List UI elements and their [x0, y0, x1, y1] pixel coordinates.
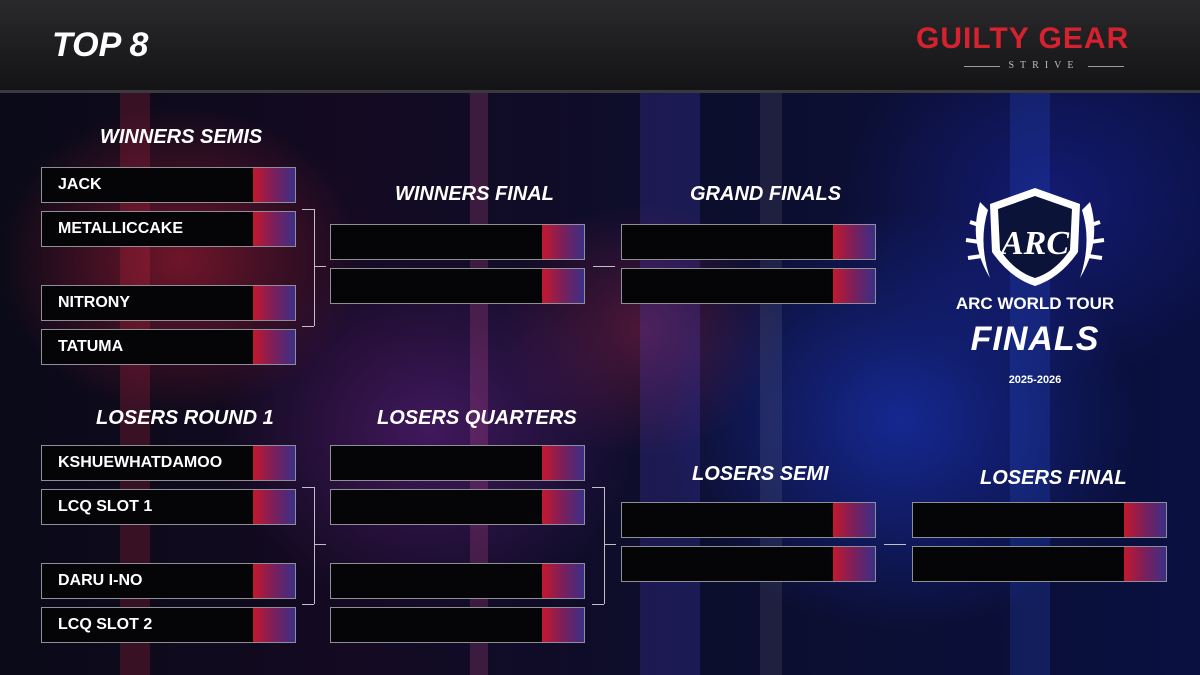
player-slot [621, 268, 876, 304]
round-label-losers-semi: LOSERS SEMI [692, 463, 829, 485]
bracket-connector [302, 209, 314, 210]
bracket-connector [302, 326, 314, 327]
score-box [833, 503, 875, 537]
player-name: DARU I-NO [58, 572, 143, 589]
score-box [253, 564, 295, 598]
score-box [833, 547, 875, 581]
score-box [542, 269, 584, 303]
bracket-connector [884, 544, 906, 545]
round-label-losers-round-1: LOSERS ROUND 1 [96, 407, 274, 429]
player-name: METALLICCAKE [58, 220, 184, 237]
arc-emblem-text: ARC [999, 225, 1069, 262]
player-name: LCQ SLOT 1 [58, 498, 153, 515]
round-label-winners-semis: WINNERS SEMIS [100, 126, 263, 148]
event-years: 2025-2026 [1008, 374, 1062, 386]
background-stripe [640, 92, 700, 675]
player-slot [621, 546, 876, 582]
player-slot [912, 502, 1167, 538]
player-slot [330, 268, 585, 304]
player-name: TATUMA [58, 338, 124, 355]
event-finals: FINALS [970, 320, 1100, 358]
score-box [542, 225, 584, 259]
event-title: ARC WORLD TOUR [955, 294, 1115, 313]
player-slot: JACK [41, 167, 296, 203]
bracket-connector [314, 544, 326, 545]
arc-emblem-icon: ARC [965, 188, 1105, 286]
player-name: LCQ SLOT 2 [58, 616, 153, 633]
bracket-connector [302, 604, 314, 605]
player-slot: KSHUEWHATDAMOO [41, 445, 296, 481]
player-slot [330, 445, 585, 481]
player-slot [330, 563, 585, 599]
player-slot: METALLICCAKE [41, 211, 296, 247]
round-label-losers-final: LOSERS FINAL [980, 467, 1127, 489]
bracket-connector [314, 487, 315, 604]
player-name: NITRONY [58, 294, 130, 311]
score-box [253, 330, 295, 364]
score-box [253, 212, 295, 246]
bracket-connector [593, 266, 615, 267]
player-slot: LCQ SLOT 2 [41, 607, 296, 643]
score-box [253, 168, 295, 202]
player-slot: DARU I-NO [41, 563, 296, 599]
round-label-winners-final: WINNERS FINAL [395, 183, 554, 205]
score-box [542, 608, 584, 642]
logo-rule [964, 66, 1000, 67]
player-slot [330, 607, 585, 643]
logo-rule [1088, 66, 1124, 67]
score-box [253, 446, 295, 480]
bracket-connector [592, 604, 604, 605]
bracket-connector [604, 544, 616, 545]
player-slot [330, 224, 585, 260]
score-box [253, 608, 295, 642]
page-title: TOP 8 [52, 26, 149, 64]
round-label-losers-quarters: LOSERS QUARTERS [377, 407, 577, 429]
player-slot [912, 546, 1167, 582]
score-box [833, 269, 875, 303]
bracket-connector [302, 487, 314, 488]
guilty-gear-logo: GUILTY GEAR STRIVE [916, 22, 1166, 78]
arc-world-tour-finals-logo: ARC ARC WORLD TOUR FINALS 2025-2026 [950, 182, 1120, 402]
player-slot [330, 489, 585, 525]
player-name: JACK [58, 176, 102, 193]
round-label-grand-finals: GRAND FINALS [690, 183, 842, 205]
score-box [253, 286, 295, 320]
bracket-connector [592, 487, 604, 488]
player-slot [621, 224, 876, 260]
player-slot: LCQ SLOT 1 [41, 489, 296, 525]
score-box [542, 446, 584, 480]
player-slot: TATUMA [41, 329, 296, 365]
bracket-connector [604, 487, 605, 604]
score-box [542, 490, 584, 524]
player-slot: NITRONY [41, 285, 296, 321]
player-slot [621, 502, 876, 538]
game-logo-subtitle: STRIVE [1008, 60, 1080, 71]
bracket-connector [314, 209, 315, 326]
score-box [253, 490, 295, 524]
game-logo-text: GUILTY GEAR [916, 22, 1130, 55]
score-box [1124, 503, 1166, 537]
score-box [542, 564, 584, 598]
background-stripe [760, 92, 782, 675]
score-box [1124, 547, 1166, 581]
bracket-connector [314, 266, 326, 267]
score-box [833, 225, 875, 259]
player-name: KSHUEWHATDAMOO [58, 454, 223, 471]
header-bar: TOP 8 GUILTY GEAR STRIVE [0, 0, 1200, 93]
